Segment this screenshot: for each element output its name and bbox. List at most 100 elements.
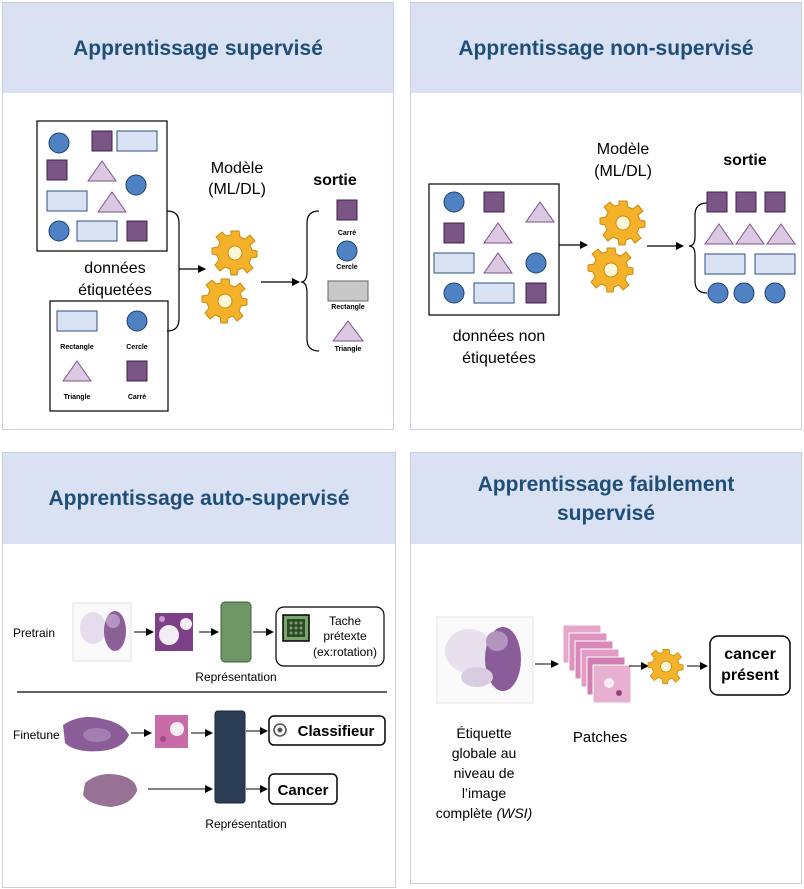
wsi-label-line2: globale au — [452, 745, 517, 761]
tissue-patch-image — [155, 715, 188, 748]
legend-rectangle: Rectangle — [60, 344, 94, 351]
pretext-line3: (ex:rotation) — [313, 645, 377, 659]
rectangle-shape — [116, 130, 158, 152]
data-label-line1: données non — [453, 328, 546, 345]
weakly-title-line2: supervisé — [556, 501, 656, 525]
wsi-label-line3: niveau de — [454, 765, 515, 781]
supervised-header: Apprentissage supervisé — [3, 3, 393, 93]
unsupervised-diagram: données non étiquetées Modèle (ML/DL) so… — [428, 141, 796, 367]
output-circle-label: Cercle — [336, 264, 358, 271]
circle-shape — [336, 240, 358, 262]
legend-square: Carré — [128, 394, 146, 401]
model-label-line2: (ML/DL) — [594, 163, 652, 180]
triangle-shape — [332, 320, 364, 342]
square-shape — [764, 191, 786, 213]
unsupervised-panel: Apprentissage non-supervisé données non … — [410, 2, 802, 430]
triangle-shape — [483, 252, 513, 274]
square-shape — [735, 191, 757, 213]
wsi-label-italic: (WSI) — [496, 805, 532, 821]
circle-shape — [125, 174, 147, 196]
gear-icon — [587, 247, 634, 293]
triangle-shape — [704, 223, 734, 245]
output-title: sortie — [313, 172, 357, 189]
tissue-patch-image — [155, 613, 193, 651]
self-supervised-header: Apprentissage auto-supervisé — [3, 453, 395, 544]
rectangle-shape — [433, 252, 475, 274]
circle-shape — [525, 252, 547, 274]
triangle-shape — [766, 223, 796, 245]
classifier-box — [268, 715, 386, 746]
supervised-panel: Apprentissage supervisé données étiqueté… — [2, 2, 394, 430]
target-icon — [273, 723, 287, 737]
circle-shape — [443, 282, 465, 304]
output-bracket — [688, 202, 708, 294]
triangle-shape — [97, 191, 127, 213]
square-shape — [336, 199, 358, 221]
weakly-supervised-diagram: cancer présent Étiquette globale au nive… — [436, 616, 791, 821]
output-bracket — [300, 210, 320, 352]
gear-icon — [211, 230, 258, 276]
rectangle-shape — [76, 220, 118, 242]
circle-shape — [707, 282, 729, 304]
circle-shape — [48, 132, 70, 154]
square-shape — [91, 130, 113, 152]
weakly-supervised-panel: Apprentissage faiblement supervisé cance… — [410, 452, 802, 884]
output-title: sortie — [723, 152, 767, 169]
output-line1: cancer — [724, 646, 776, 663]
supervised-title: Apprentissage supervisé — [73, 36, 323, 60]
data-label-line1: données — [84, 260, 145, 277]
rectangle-shape — [56, 310, 98, 332]
triangle-shape — [62, 360, 92, 382]
cancer-output-box — [268, 773, 338, 805]
circle-shape — [48, 220, 70, 242]
gear-icon — [201, 278, 248, 324]
gear-icon — [599, 200, 646, 246]
rectangle-shape — [473, 282, 515, 304]
representation-top-label: Représentation — [195, 670, 276, 684]
unsupervised-title: Apprentissage non-supervisé — [458, 36, 754, 60]
circle-shape — [443, 191, 465, 213]
output-square-label: Carré — [338, 230, 356, 237]
square-shape — [706, 191, 728, 213]
representation-box — [214, 710, 246, 804]
pretrain-label: Pretrain — [13, 626, 55, 640]
triangle-shape — [483, 222, 513, 244]
grid-icon — [282, 614, 310, 642]
tissue-section-image — [83, 774, 137, 807]
patches-stack — [562, 624, 632, 704]
finetune-label: Finetune — [13, 728, 60, 742]
square-shape — [443, 222, 465, 244]
cancer-label: Cancer — [278, 782, 329, 799]
square-shape — [525, 282, 547, 304]
model-label-line1: Modèle — [597, 141, 650, 158]
gear-icon — [647, 649, 684, 685]
legend-triangle: Triangle — [64, 394, 91, 401]
square-shape — [126, 220, 148, 242]
circle-shape — [126, 310, 148, 332]
input-bracket — [166, 210, 180, 332]
tissue-section-image — [63, 717, 129, 752]
representation-box — [220, 601, 252, 663]
unsupervised-header: Apprentissage non-supervisé — [411, 3, 801, 93]
wsi-label-line1: Étiquette — [456, 725, 511, 741]
wsi-label-line4: l’image — [462, 785, 507, 801]
data-label-line2: étiquetées — [462, 350, 536, 367]
wsi-label-complete: complète — [436, 805, 493, 821]
output-box — [709, 635, 791, 696]
self-supervised-panel: Apprentissage auto-supervisé Pretrain — [2, 452, 396, 888]
weakly-supervised-header: Apprentissage faiblement supervisé — [411, 453, 801, 544]
pretext-line1: Tache — [329, 614, 361, 628]
rectangle-shape — [46, 190, 88, 212]
self-supervised-title: Apprentissage auto-supervisé — [48, 487, 350, 510]
output-triangle-label: Triangle — [335, 346, 362, 353]
output-line2: présent — [721, 667, 779, 684]
wsi-image — [436, 616, 534, 704]
square-shape — [46, 159, 68, 181]
rectangle-shape — [327, 280, 369, 302]
wsi-thumbnail — [72, 602, 132, 662]
output-rectangle-label: Rectangle — [331, 304, 365, 311]
circle-shape — [764, 282, 786, 304]
weakly-title-line1: Apprentissage faiblement — [477, 472, 735, 496]
wsi-label-line5: complète (WSI) — [436, 805, 532, 821]
rectangle-shape — [704, 253, 746, 275]
